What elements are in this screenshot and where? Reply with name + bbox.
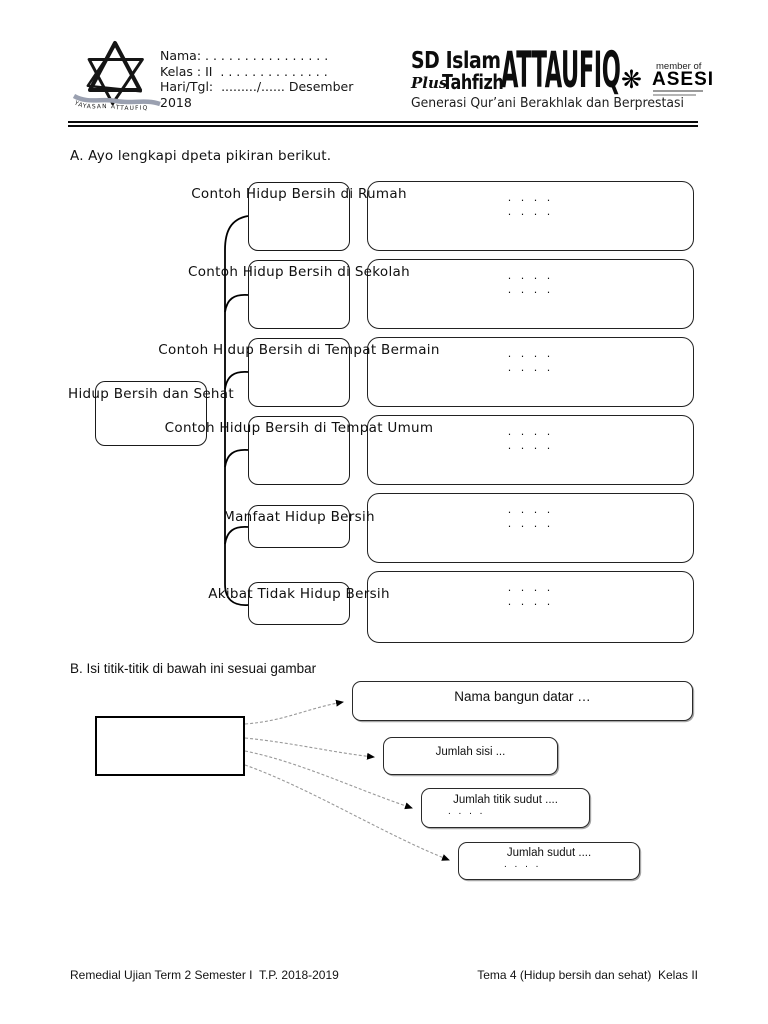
branch-label: Contoh Hidup Bersih di Tempat Bermain [158,342,440,358]
answer-box: . . . . . . . . [367,493,694,563]
mindmap-center-label: Hidup Bersih dan Sehat [68,386,234,402]
class-field: Kelas : II . . . . . . . . . . . . . . [160,63,328,79]
answer-box: . . . . . . . . [367,571,694,643]
dots-line: . . . . [507,595,554,608]
logo-ribbon [72,93,161,107]
answer-label: Jumlah titik sudut .... [453,794,558,806]
dots-line: . . . . [504,859,541,870]
brand-attaufiq: ATTAUFIQ [501,41,621,99]
branch-label: Contoh Hidup Bersih di Rumah [191,186,407,202]
brand-tahfizh: Tahfizh [442,70,504,94]
dots-line: . . . . [507,425,554,438]
asesi-badge-icon: ❋ [621,65,642,94]
dots-line: . . . . [507,517,554,530]
dots-line: . . . . [507,439,554,452]
brand-plus: Plus [411,74,448,92]
answer-box: . . . . . . . . [367,337,694,407]
answer-box: . . . . . . . . [367,415,694,485]
answer-box: . . . . . . . . [367,259,694,329]
header-divider [68,121,698,127]
footer-left: Remedial Ujian Term 2 Semester I T.P. 20… [70,968,339,982]
shape-answer-box: Jumlah sudut .... . . . . [458,842,640,880]
branch-box [248,505,350,548]
shape-answer-box: Jumlah titik sudut .... . . . . [421,788,590,828]
branch-box [248,582,350,625]
branch-box [248,182,350,251]
brand-tagline: Generasi Qur’ani Berakhlak dan Berpresta… [411,95,684,111]
footer-right: Tema 4 (Hidup bersih dan sehat) Kelas II [477,968,698,982]
branch-label: Contoh Hidup Bersih di Tempat Umum [164,420,434,436]
year-field: 2018 [160,94,192,110]
branch-label: Manfaat Hidup Bersih [223,509,375,525]
yayasan-attaufiq-logo: YAYASAN ATTAUFIQ [72,41,161,112]
branch-box [248,260,350,329]
shape-rectangle [95,716,245,776]
branch-box [248,338,350,407]
date-field: Hari/Tgl: ........./...... Desember [160,79,354,94]
answer-label: Nama bangun datar … [454,689,591,704]
branch-label: Akibat Tidak Hidup Bersih [208,586,390,602]
mindmap-center-box [95,381,207,446]
answer-label: Jumlah sisi ... [435,746,506,758]
answer-box: . . . . . . . . [367,181,694,251]
dots-line: . . . . [507,347,554,360]
branch-box [248,416,350,485]
dots-line: . . . . [507,205,554,218]
dots-line: . . . . [507,283,554,296]
shape-answer-box: Nama bangun datar … [352,681,693,721]
section-b-heading: B. Isi titik-titik di bawah ini sesuai g… [70,661,317,676]
dots-line: . . . . [507,269,554,282]
dots-line: . . . . [507,581,554,594]
student-fields: Nama: . . . . . . . . . . . . . . . . Ke… [160,48,353,110]
dots-line: . . . . [507,191,554,204]
dots-line: . . . . [507,361,554,374]
brand-sd-islam: SD Islam [411,48,501,74]
dots-line: . . . . [507,503,554,516]
asesi-member-of: member of [656,61,702,72]
shape-answer-box: Jumlah sisi ... [383,737,558,775]
section-a-heading: A. Ayo lengkapi dpeta pikiran berikut. [70,148,332,164]
name-field: Nama: . . . . . . . . . . . . . . . . [160,48,329,63]
asesi-fineprint-line [653,90,703,92]
dots-line: . . . . [448,806,485,817]
answer-label: Jumlah sudut .... [506,847,592,859]
asesi-org-name: ASESI [652,69,715,90]
asesi-fineprint-line [653,94,696,96]
branch-label: Contoh Hidup Bersih di Sekolah [188,264,410,280]
shape-arrows [244,699,450,861]
